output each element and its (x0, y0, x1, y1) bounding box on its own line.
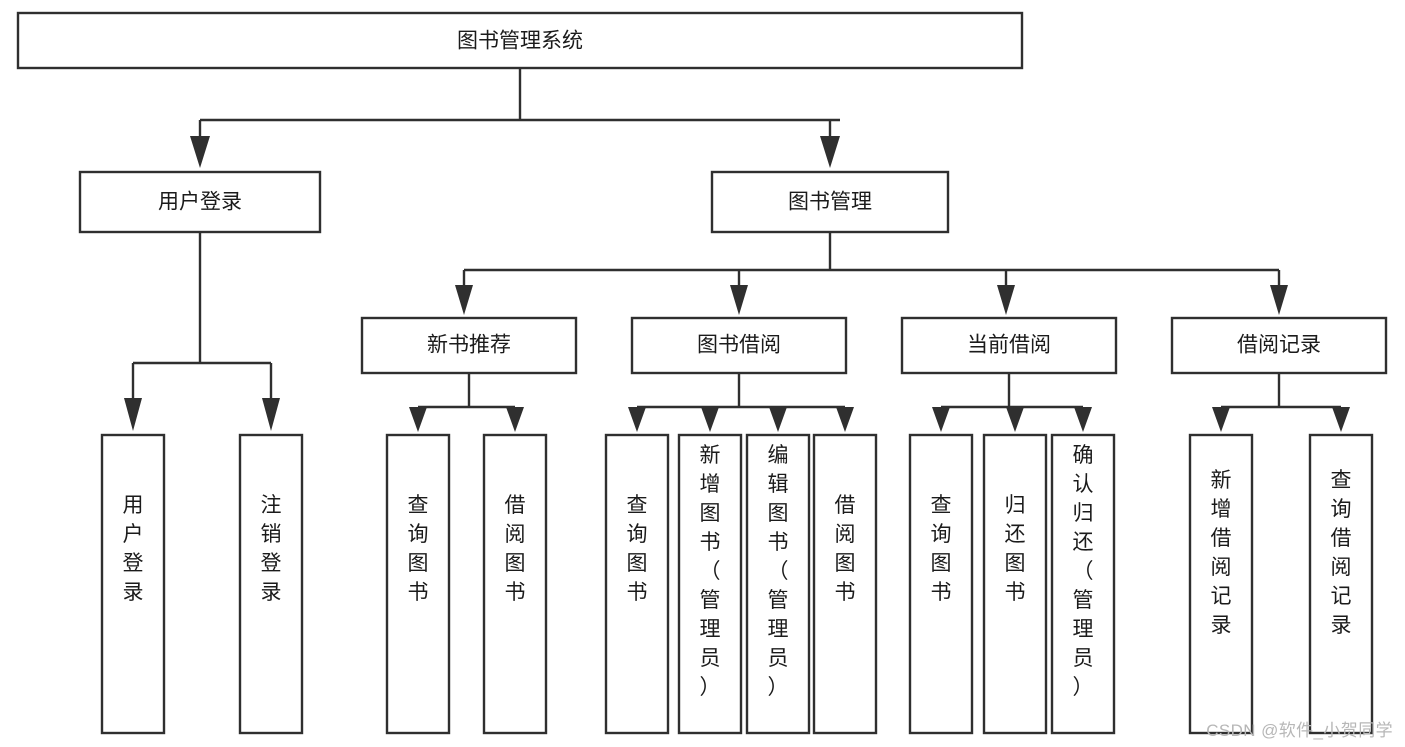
node-leaf-query-book-2-label: 查询图书 (627, 494, 648, 604)
arrow-head-user-login-leaf-1 (124, 398, 142, 431)
node-leaf-edit-book-label: 编辑图书（管理员） (768, 444, 789, 699)
node-leaf-add-record-label: 新增借阅记录 (1211, 469, 1232, 637)
arrow-head-current-borrow-leaf-1 (932, 407, 950, 432)
node-leaf-query-book-3-box[interactable] (908, 433, 974, 735)
arrow-head-book-manage-borrow-record (1270, 285, 1288, 315)
arrow-head-root-user-login (190, 136, 210, 168)
node-leaf-logout-box[interactable] (238, 433, 304, 735)
node-leaf-add-book[interactable]: 新增图书（管理员） (677, 433, 743, 735)
arrow-head-book-manage-new-book-recommend (455, 285, 473, 315)
arrow-head-borrow-record-leaf-2 (1332, 407, 1350, 432)
node-book-borrow[interactable]: 图书借阅 (630, 316, 848, 375)
node-leaf-edit-book[interactable]: 编辑图书（管理员） (745, 433, 811, 735)
node-root[interactable]: 图书管理系统 (16, 11, 1024, 70)
arrow-head-user-login-leaf-2 (262, 398, 280, 431)
connector-group-root (190, 68, 840, 168)
node-leaf-query-book-2-box[interactable] (604, 433, 670, 735)
leaf-nodes-group: 用户登录 注销登录 查询图书 借阅图书 查询图书 新增图书（管理员） (100, 433, 1374, 735)
node-leaf-add-book-box[interactable] (677, 433, 743, 735)
node-leaf-query-record-box[interactable] (1308, 433, 1374, 735)
node-leaf-borrow-book-2-label: 借阅图书 (835, 494, 856, 604)
node-new-book-recommend[interactable]: 新书推荐 (360, 316, 578, 375)
node-leaf-query-record-label: 查询借阅记录 (1331, 469, 1352, 637)
connector-group-current-borrow (932, 373, 1092, 432)
arrow-head-current-borrow-leaf-3 (1074, 407, 1092, 432)
node-leaf-query-book-3-label: 查询图书 (931, 494, 952, 604)
node-leaf-user-login-label: 用户登录 (123, 494, 144, 604)
node-book-manage-box[interactable] (710, 170, 950, 234)
node-borrow-record-label: 借阅记录 (1237, 334, 1321, 357)
arrow-head-book-borrow-leaf-3 (769, 407, 787, 432)
node-leaf-borrow-book-2-box[interactable] (812, 433, 878, 735)
node-new-book-recommend-box[interactable] (360, 316, 578, 375)
arrow-head-new-book-recommend-leaf-1 (409, 407, 427, 432)
node-borrow-record[interactable]: 借阅记录 (1170, 316, 1388, 375)
node-leaf-add-record-box[interactable] (1188, 433, 1254, 735)
node-leaf-borrow-book-1-label: 借阅图书 (505, 494, 526, 604)
node-leaf-user-login[interactable]: 用户登录 (100, 433, 166, 735)
node-root-label: 图书管理系统 (457, 30, 583, 53)
node-leaf-add-book-label: 新增图书（管理员） (700, 444, 721, 699)
node-book-manage[interactable]: 图书管理 (710, 170, 950, 234)
arrow-head-current-borrow-leaf-2 (1006, 407, 1024, 432)
connector-group-user-login (124, 232, 280, 431)
node-leaf-return-book-label: 归还图书 (1005, 494, 1026, 604)
node-user-login[interactable]: 用户登录 (78, 170, 322, 234)
node-book-manage-label: 图书管理 (788, 191, 872, 214)
node-leaf-query-book-1-label: 查询图书 (408, 494, 429, 604)
arrow-head-book-manage-book-borrow (730, 285, 748, 315)
node-borrow-record-box[interactable] (1170, 316, 1388, 375)
connector-group-new-book-recommend (409, 373, 524, 432)
node-user-login-label: 用户登录 (158, 191, 242, 214)
arrow-head-root-book-manage (820, 136, 840, 168)
arrow-head-book-borrow-leaf-1 (628, 407, 646, 432)
node-leaf-user-login-box[interactable] (100, 433, 166, 735)
node-leaf-borrow-book-1-box[interactable] (482, 433, 548, 735)
node-leaf-logout-label: 注销登录 (261, 494, 282, 604)
node-leaf-return-book-box[interactable] (982, 433, 1048, 735)
arrow-head-book-borrow-leaf-2 (701, 407, 719, 432)
node-book-borrow-label: 图书借阅 (697, 334, 781, 357)
node-leaf-logout[interactable]: 注销登录 (238, 433, 304, 735)
node-user-login-box[interactable] (78, 170, 322, 234)
node-leaf-confirm-return-label: 确认归还（管理员） (1073, 444, 1094, 699)
connector-group-book-borrow (628, 373, 854, 432)
node-root-box[interactable] (16, 11, 1024, 70)
node-leaf-confirm-return[interactable]: 确认归还（管理员） (1050, 433, 1116, 735)
node-leaf-edit-book-box[interactable] (745, 433, 811, 735)
node-leaf-add-record[interactable]: 新增借阅记录 (1188, 433, 1254, 735)
node-leaf-query-record[interactable]: 查询借阅记录 (1308, 433, 1374, 735)
node-leaf-query-book-1-box[interactable] (385, 433, 451, 735)
node-leaf-query-book-1[interactable]: 查询图书 (385, 433, 451, 735)
arrow-head-book-borrow-leaf-4 (836, 407, 854, 432)
connector-group-borrow-record (1212, 373, 1350, 432)
node-current-borrow[interactable]: 当前借阅 (900, 316, 1118, 375)
node-leaf-borrow-book-1[interactable]: 借阅图书 (482, 433, 548, 735)
node-leaf-borrow-book-2[interactable]: 借阅图书 (812, 433, 878, 735)
node-book-borrow-box[interactable] (630, 316, 848, 375)
node-leaf-query-book-3[interactable]: 查询图书 (908, 433, 974, 735)
node-leaf-confirm-return-box[interactable] (1050, 433, 1116, 735)
node-leaf-query-book-2[interactable]: 查询图书 (604, 433, 670, 735)
node-current-borrow-box[interactable] (900, 316, 1118, 375)
arrow-head-borrow-record-leaf-1 (1212, 407, 1230, 432)
arrow-head-book-manage-current-borrow (997, 285, 1015, 315)
node-leaf-return-book[interactable]: 归还图书 (982, 433, 1048, 735)
node-current-borrow-label: 当前借阅 (967, 334, 1051, 357)
node-new-book-recommend-label: 新书推荐 (427, 334, 511, 357)
connector-group-book-manage (455, 232, 1288, 315)
arrow-head-new-book-recommend-leaf-2 (506, 407, 524, 432)
